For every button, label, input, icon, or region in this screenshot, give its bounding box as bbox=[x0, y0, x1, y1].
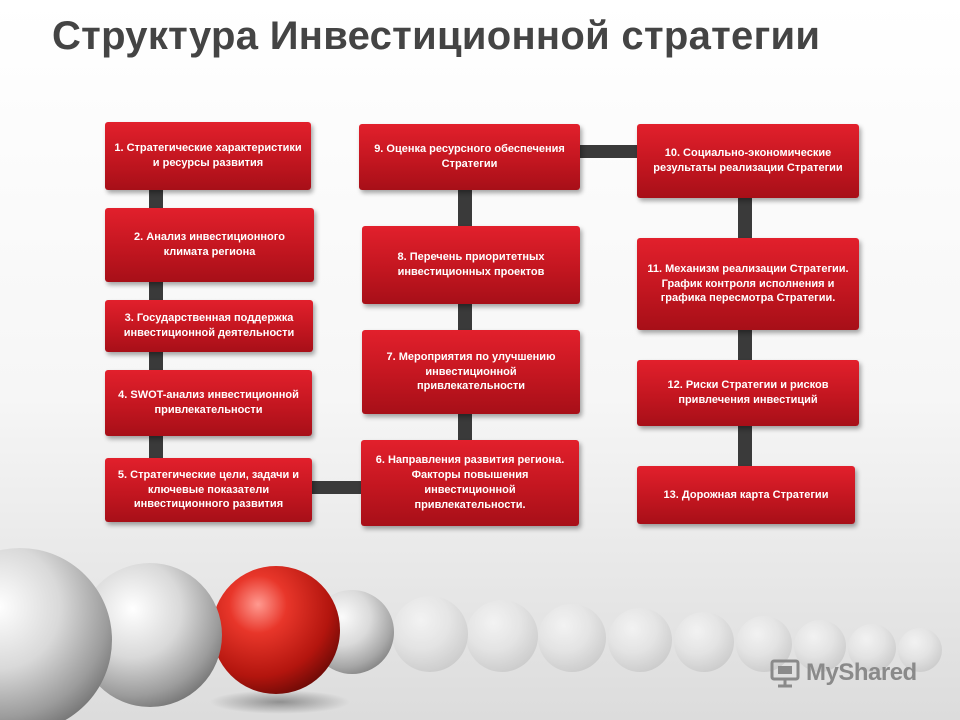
box-4: 4. SWOT-анализ инвестиционной привлекате… bbox=[105, 370, 312, 436]
box-10: 10. Социально-экономические результаты р… bbox=[637, 124, 859, 198]
box-5: 5. Стратегические цели, задачи и ключевы… bbox=[105, 458, 312, 522]
box-1-label: 1. Стратегические характеристики и ресур… bbox=[114, 142, 302, 169]
box-2: 2. Анализ инвестиционного климата регион… bbox=[105, 208, 314, 282]
box-2-label: 2. Анализ инвестиционного климата регион… bbox=[134, 231, 285, 258]
connector-b9-b10 bbox=[578, 145, 640, 158]
box-8: 8. Перечень приоритетных инвестиционных … bbox=[362, 226, 580, 304]
box-4-label: 4. SWOT-анализ инвестиционной привлекате… bbox=[118, 389, 299, 416]
sphere-far-9 bbox=[848, 624, 896, 672]
box-3-label: 3. Государственная поддержка инвестицион… bbox=[123, 312, 295, 339]
box-9-label: 9. Оценка ресурсного обеспечения Стратег… bbox=[374, 143, 565, 170]
sphere-near-1 bbox=[78, 563, 222, 707]
decorative-spheres bbox=[0, 548, 942, 720]
presentation-board-icon bbox=[770, 659, 800, 688]
sphere-far-3 bbox=[466, 600, 538, 672]
sphere-far-7 bbox=[736, 616, 792, 672]
page-title: Структура Инвестиционной стратегии bbox=[52, 14, 821, 58]
box-12-label: 12. Риски Стратегии и рисков привлечения… bbox=[667, 379, 829, 406]
box-13: 13. Дорожная карта Стратегии bbox=[637, 466, 855, 524]
box-7-label: 7. Мероприятия по улучшению инвестиционн… bbox=[386, 350, 556, 393]
logo-text: MyShared bbox=[806, 659, 917, 686]
red-sphere bbox=[212, 566, 340, 694]
box-11: 11. Механизм реализации Стратегии. Графи… bbox=[637, 238, 859, 330]
sphere-far-2 bbox=[392, 596, 468, 672]
box-11-label: 11. Механизм реализации Стратегии. Графи… bbox=[647, 262, 849, 305]
connector-b5-b6 bbox=[310, 481, 364, 494]
sphere-far-8 bbox=[794, 620, 846, 672]
red-sphere-shadow bbox=[210, 690, 350, 714]
box-9: 9. Оценка ресурсного обеспечения Стратег… bbox=[359, 124, 580, 190]
box-7: 7. Мероприятия по улучшению инвестиционн… bbox=[362, 330, 580, 414]
sphere-front bbox=[0, 548, 112, 720]
box-6: 6. Направления развития региона. Факторы… bbox=[361, 440, 579, 526]
box-5-label: 5. Стратегические цели, задачи и ключевы… bbox=[117, 468, 300, 511]
box-8-label: 8. Перечень приоритетных инвестиционных … bbox=[397, 251, 545, 278]
watermark-logo: MyShared bbox=[770, 658, 917, 688]
box-1: 1. Стратегические характеристики и ресур… bbox=[105, 122, 311, 190]
box-13-label: 13. Дорожная карта Стратегии bbox=[663, 488, 829, 501]
sphere-far-5 bbox=[608, 608, 672, 672]
box-3: 3. Государственная поддержка инвестицион… bbox=[105, 300, 313, 352]
box-10-label: 10. Социально-экономические результаты р… bbox=[653, 147, 843, 174]
sphere-far-6 bbox=[674, 612, 734, 672]
sphere-far-10 bbox=[898, 628, 942, 672]
box-6-label: 6. Направления развития региона. Факторы… bbox=[375, 454, 565, 511]
sphere-far-4 bbox=[538, 604, 606, 672]
box-12: 12. Риски Стратегии и рисков привлечения… bbox=[637, 360, 859, 426]
